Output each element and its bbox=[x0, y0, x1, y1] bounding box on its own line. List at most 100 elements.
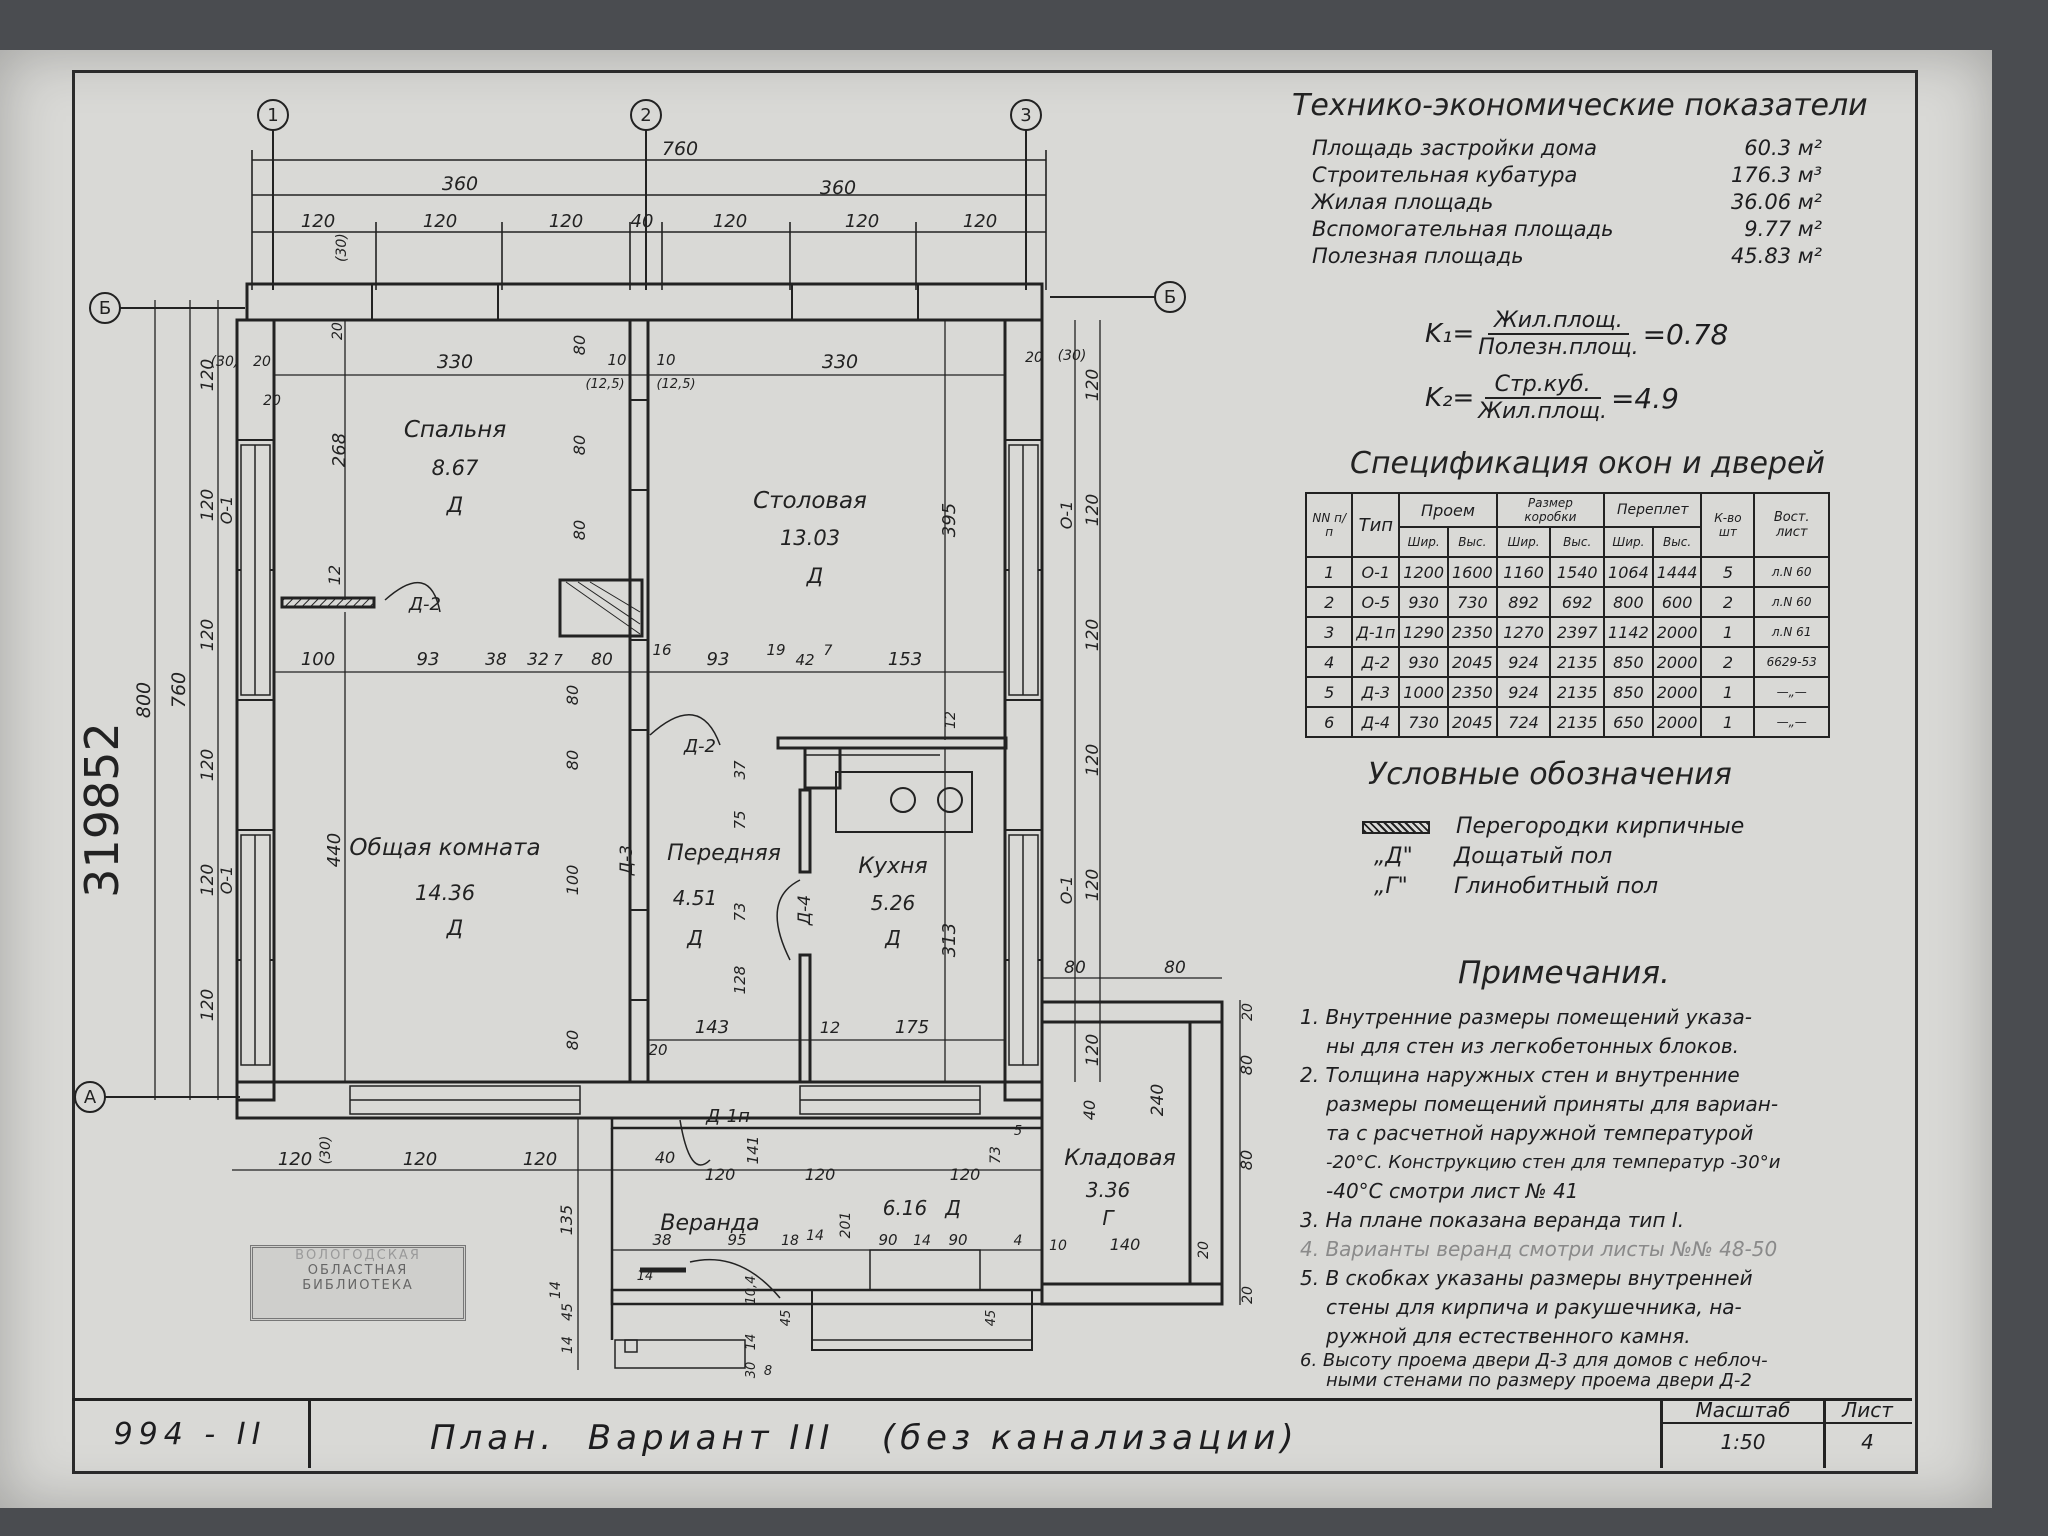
room-pantry-floor: Г bbox=[1102, 1206, 1115, 1230]
dim-20: 20 bbox=[648, 1041, 667, 1059]
spec-header-frame: Размер коробки bbox=[1495, 492, 1606, 528]
interior-partitions bbox=[280, 578, 1008, 1084]
note-line: -40°C смотри лист № 41 bbox=[1326, 1179, 1579, 1203]
spec-cell: 6629-53 bbox=[1753, 646, 1830, 678]
spec-cell: Д-1п bbox=[1351, 616, 1401, 648]
dim-395: 395 bbox=[939, 503, 960, 537]
dim-440: 440 bbox=[324, 833, 345, 867]
windows bbox=[240, 444, 1039, 1115]
dim-14: 14 bbox=[637, 1269, 654, 1284]
dim-45: 45 bbox=[984, 1310, 999, 1327]
dim-14: 14 bbox=[806, 1228, 824, 1244]
spec-sub-w: Шир. bbox=[1603, 526, 1654, 558]
spec-cell: 3 bbox=[1304, 616, 1354, 648]
door-label-d4: Д-4 bbox=[795, 895, 815, 926]
spec-cell: Д-2 bbox=[1351, 646, 1401, 678]
room-dining-name: Столовая bbox=[753, 488, 867, 514]
dim-right-120: 120 bbox=[1083, 619, 1103, 651]
room-veranda-area: 6.16 bbox=[883, 1196, 928, 1220]
dim-right-120: 120 bbox=[1083, 369, 1103, 401]
dim-left-120: 120 bbox=[198, 989, 218, 1021]
spec-cell: 1200 bbox=[1398, 556, 1449, 588]
dim-268: 268 bbox=[329, 433, 350, 467]
dim-14: 14 bbox=[548, 1281, 564, 1299]
room-pantry-area: 3.36 bbox=[1086, 1178, 1131, 1202]
k2-value: =4.9 bbox=[1610, 381, 1679, 415]
library-stamp: ВОЛОГОДСКАЯ ОБЛАСТНАЯ БИБЛИОТЕКА bbox=[250, 1245, 466, 1321]
spec-cell: 1 bbox=[1700, 676, 1756, 708]
spec-cell: 2000 bbox=[1651, 676, 1703, 708]
wall-block-joints bbox=[237, 284, 1042, 1001]
dim-right-120: 120 bbox=[1083, 744, 1103, 776]
axis-b-right-label: Б bbox=[1164, 287, 1176, 308]
spec-header-opening: Проем bbox=[1398, 492, 1498, 528]
dim-100: 100 bbox=[301, 649, 335, 670]
legend-text: Дощатый пол bbox=[1454, 844, 1613, 869]
coefficient-k1: K₁= Жил.площ. Полезн.площ. =0.78 bbox=[1425, 308, 1728, 360]
dim-45: 45 bbox=[779, 1310, 794, 1327]
door-label-d2-dining: Д-2 bbox=[683, 736, 716, 757]
legend-symbol: „Д" bbox=[1374, 844, 1413, 869]
dim-45: 45 bbox=[560, 1303, 576, 1321]
spec-cell: 930 bbox=[1398, 646, 1449, 678]
stamp-line: ОБЛАСТНАЯ bbox=[307, 1263, 409, 1278]
dim-128: 128 bbox=[731, 966, 749, 995]
dim-10: 10 bbox=[1049, 1238, 1067, 1254]
dim-80: 80 bbox=[570, 335, 589, 355]
room-living-area: 14.36 bbox=[415, 881, 475, 905]
inventory-number: 319852 bbox=[75, 722, 129, 898]
dim-120: 120 bbox=[805, 1165, 836, 1184]
door-swings bbox=[384, 581, 801, 1299]
dim-10: 10 bbox=[656, 351, 675, 369]
k1-numerator: Жил.площ. bbox=[1488, 308, 1629, 335]
spec-table: NN п/п Тип Проем Размер коробки Переплет… bbox=[1304, 492, 1830, 738]
spec-cell: 730 bbox=[1398, 706, 1449, 738]
dim-left-half: 360 bbox=[442, 173, 478, 195]
spec-cell: 5 bbox=[1700, 556, 1756, 588]
inner-dimension-lines bbox=[274, 320, 1005, 1082]
spec-cell: 2135 bbox=[1549, 706, 1606, 738]
spec-cell: 930 bbox=[1398, 586, 1449, 618]
spec-cell: 692 bbox=[1549, 586, 1606, 618]
dim-bottom-120: 120 bbox=[523, 1149, 557, 1170]
spec-cell: 1 bbox=[1700, 706, 1756, 738]
tech-row: Жилая площадь 36.06 м² bbox=[1312, 189, 1822, 216]
dim-20: 20 bbox=[330, 322, 346, 340]
spec-cell: 2 bbox=[1700, 586, 1756, 618]
door-label-d2-bedroom: Д-2 bbox=[408, 594, 441, 615]
note-line: 1. Внутренние размеры помещений указа- bbox=[1300, 1005, 1752, 1029]
dim-top-120: 120 bbox=[845, 211, 879, 232]
tech-label: Полезная площадь bbox=[1312, 244, 1524, 268]
room-hall-floor: Д bbox=[686, 926, 703, 950]
k2-denominator: Жил.площ. bbox=[1478, 399, 1607, 424]
k1-name: K₁= bbox=[1425, 319, 1475, 349]
note-line: 6. Высоту проема двери Д-3 для домов с н… bbox=[1300, 1350, 1768, 1371]
spec-subheader-row: Шир. Выс. Шир. Выс. Шир. Выс. bbox=[1306, 526, 1829, 558]
tech-value: 176.3 м³ bbox=[1730, 163, 1822, 187]
tech-label: Жилая площадь bbox=[1312, 190, 1494, 214]
dim-top-120: 120 bbox=[713, 211, 747, 232]
spec-cell: 2 bbox=[1304, 586, 1354, 618]
dim-20: 20 bbox=[1196, 1241, 1212, 1259]
dim-right-half: 360 bbox=[820, 177, 856, 199]
scale-label: Масштаб bbox=[1663, 1398, 1823, 1424]
spec-cell: л.N 60 bbox=[1753, 586, 1830, 618]
k2-numerator: Стр.куб. bbox=[1484, 372, 1601, 399]
dim-80: 80 bbox=[1237, 1055, 1256, 1075]
spec-cell: 2000 bbox=[1651, 646, 1703, 678]
tech-value: 36.06 м² bbox=[1730, 190, 1822, 214]
tech-value: 9.77 м² bbox=[1744, 217, 1822, 241]
room-hall-area: 4.51 bbox=[673, 886, 718, 910]
room-kitchen-floor: Д bbox=[884, 926, 901, 950]
room-living-floor: Д bbox=[446, 916, 463, 940]
spec-cell: 1000 bbox=[1398, 676, 1449, 708]
spec-cell: О-1 bbox=[1351, 556, 1401, 588]
axis-1-label: 1 bbox=[267, 105, 278, 126]
dim-73: 73 bbox=[731, 902, 749, 921]
spec-cell: Д-4 bbox=[1351, 706, 1401, 738]
spec-sub-h: Выс. bbox=[1651, 526, 1703, 558]
notes-list: 1. Внутренние размеры помещений указа- н… bbox=[1300, 1003, 1870, 1391]
